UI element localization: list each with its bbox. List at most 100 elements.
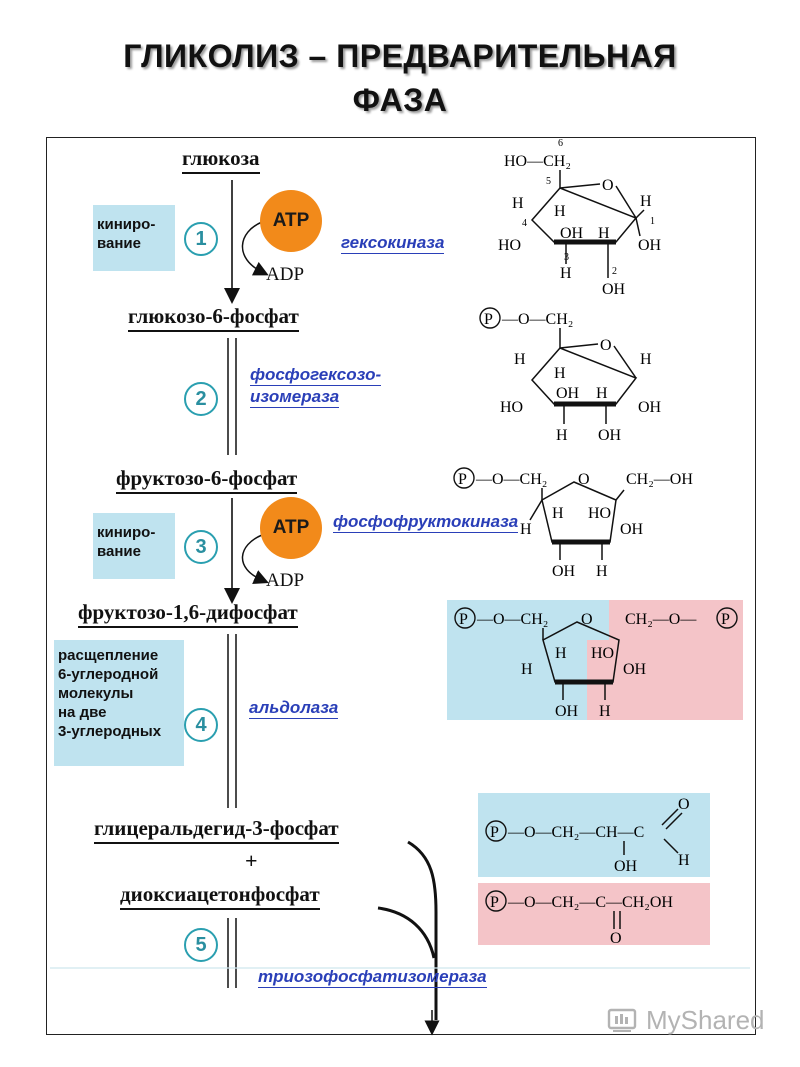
box-text-line: молекулы xyxy=(58,685,134,702)
step-2: 2 xyxy=(184,382,218,416)
atp-adp-curve-1 xyxy=(241,221,269,276)
svg-text:3: 3 xyxy=(564,252,569,263)
svg-text:OH: OH xyxy=(623,661,647,678)
svg-text:H: H xyxy=(521,661,533,678)
svg-text:H: H xyxy=(556,427,568,444)
svg-text:6: 6 xyxy=(558,138,563,149)
enzyme-hexokinase: гексокиназа xyxy=(341,233,445,254)
fructose-1-6-diphosphate-structure: P —O—CH₂ O CH₂—O— P H OH H HO OH H xyxy=(454,607,738,720)
svg-text:H: H xyxy=(599,703,611,720)
adp-label-3: ADP xyxy=(266,570,305,591)
svg-text:OH: OH xyxy=(556,385,580,402)
svg-text:H: H xyxy=(598,225,610,242)
diagram-frame xyxy=(46,137,756,1035)
svg-text:OH: OH xyxy=(620,521,644,538)
box-text-line: расщепление xyxy=(58,647,159,664)
compound-fructose-6-phosphate: фруктозо-6-фосфат xyxy=(116,466,298,494)
svg-text:P: P xyxy=(721,611,730,628)
compound-fructose-1-6-diphosphate: фруктозо-1,6-дифосфат xyxy=(78,600,298,628)
svg-text:P: P xyxy=(490,894,499,911)
svg-text:HO: HO xyxy=(500,399,523,416)
svg-text:5: 5 xyxy=(546,176,551,187)
svg-text:H: H xyxy=(640,193,652,210)
compound-glyceraldehyde-3-phosphate: глицеральдегид-3-фосфат xyxy=(94,816,339,844)
step-1: 1 xyxy=(184,222,218,256)
box-kinirovanie-1: кини­ро- вание xyxy=(93,205,175,271)
svg-text:P: P xyxy=(458,471,467,488)
enzyme-line: изомераза xyxy=(250,387,340,408)
svg-text:O: O xyxy=(581,611,593,628)
svg-text:H: H xyxy=(640,351,652,368)
svg-text:2: 2 xyxy=(612,266,617,277)
svg-text:P: P xyxy=(484,311,493,328)
svg-text:4: 4 xyxy=(522,218,527,229)
svg-text:H: H xyxy=(555,645,567,662)
merge-arrow-dhap xyxy=(377,906,436,959)
myshared-logo-icon xyxy=(607,1008,637,1032)
page-title: ГЛИКОЛИЗ – ПРЕДВАРИТЕЛЬНАЯ xyxy=(123,38,677,74)
glucose-structure: 6 HO—CH₂ 5 O H OH 1 H HO 4 H H 3 OH H OH… xyxy=(498,138,662,298)
svg-text:CH₂—O—: CH₂—O— xyxy=(625,611,697,628)
box-text-line: вание xyxy=(97,543,141,560)
f16bp-pink-half xyxy=(587,600,743,720)
compound-glucose: глюкоза xyxy=(182,146,260,174)
svg-text:O: O xyxy=(578,471,590,488)
svg-text:H: H xyxy=(554,203,566,220)
dhap-structure: P —O—CH₂—C—CH₂OH O xyxy=(485,890,673,945)
step-4: 4 xyxy=(184,708,218,742)
step-3: 3 xyxy=(184,530,218,564)
glucose-6-phosphate-structure: P —O—CH₂ O H OH H HO H OH H H OH xyxy=(479,307,662,444)
svg-text:—O—CH₂—C—CH₂OH: —O—CH₂—C—CH₂OH xyxy=(507,894,673,911)
svg-text:HO—CH₂: HO—CH₂ xyxy=(504,153,571,170)
svg-text:H: H xyxy=(552,505,564,522)
svg-text:O: O xyxy=(610,930,622,945)
fructose-6-phosphate-structure: P —O—CH₂ O CH₂—OH H OH H HO OH H xyxy=(453,467,693,580)
svg-text:OH: OH xyxy=(602,281,626,298)
box-text-line: вание xyxy=(97,235,141,252)
svg-text:CH₂—OH: CH₂—OH xyxy=(626,471,693,488)
svg-text:H: H xyxy=(596,385,608,402)
svg-text:H: H xyxy=(560,265,572,282)
watermark-text: MyShared xyxy=(646,1005,765,1035)
svg-text:H: H xyxy=(520,521,532,538)
gap-structure: P —O—CH₂—CH—C O H OH xyxy=(485,796,690,875)
adp-label-1: ADP xyxy=(266,264,305,285)
svg-text:—O—CH₂—CH—C: —O—CH₂—CH—C xyxy=(507,824,644,841)
svg-text:HO: HO xyxy=(498,237,521,254)
svg-text:H: H xyxy=(596,563,608,580)
box-split: расщепление 6-углеродной молекулы на две… xyxy=(54,640,184,766)
enzyme-line: фосфогексозо- xyxy=(250,365,382,386)
atp-circle-1: ATP xyxy=(260,190,322,252)
svg-text:O: O xyxy=(678,796,690,813)
svg-text:1: 1 xyxy=(650,216,655,227)
enzyme-triosephosphate-isomerase: триозофосфатизомераза xyxy=(258,967,487,988)
atp-circle-3: ATP xyxy=(260,497,322,559)
svg-text:OH: OH xyxy=(560,225,584,242)
box-text-line: 6-углеродной xyxy=(58,666,159,683)
enzyme-aldolase: альдолаза xyxy=(249,698,339,719)
box-text-line: 3-углеродных xyxy=(58,723,162,740)
compound-dihydroxyacetone-phosphate: диоксиацетонфосфат xyxy=(120,882,320,910)
gap-bg xyxy=(478,793,710,877)
svg-text:OH: OH xyxy=(552,563,576,580)
dhap-bg xyxy=(478,883,710,945)
svg-text:OH: OH xyxy=(638,399,662,416)
page-title-line2: ФАЗА xyxy=(352,82,448,118)
svg-text:—O—CH₂: —O—CH₂ xyxy=(501,311,573,328)
enzyme-phosphohexose-isomerase: фосфогексозо- изомераза xyxy=(250,364,382,408)
enzyme-phosphofructokinase: фосфофруктокиназа xyxy=(333,512,519,533)
merge-arrow-gap xyxy=(407,840,438,1020)
box-kinirovanie-3: кини­ро- вание xyxy=(93,513,175,579)
step-5: 5 xyxy=(184,928,218,962)
svg-text:H: H xyxy=(514,351,526,368)
svg-text:O: O xyxy=(602,177,614,194)
plus-sign: + xyxy=(245,848,258,873)
svg-text:OH: OH xyxy=(614,858,638,875)
svg-text:OH: OH xyxy=(638,237,662,254)
svg-text:—O—CH₂: —O—CH₂ xyxy=(476,611,548,628)
box-text-line: кини­ро- xyxy=(97,216,156,233)
svg-text:P: P xyxy=(459,611,468,628)
atp-adp-curve-3 xyxy=(241,534,269,584)
svg-text:OH: OH xyxy=(598,427,622,444)
